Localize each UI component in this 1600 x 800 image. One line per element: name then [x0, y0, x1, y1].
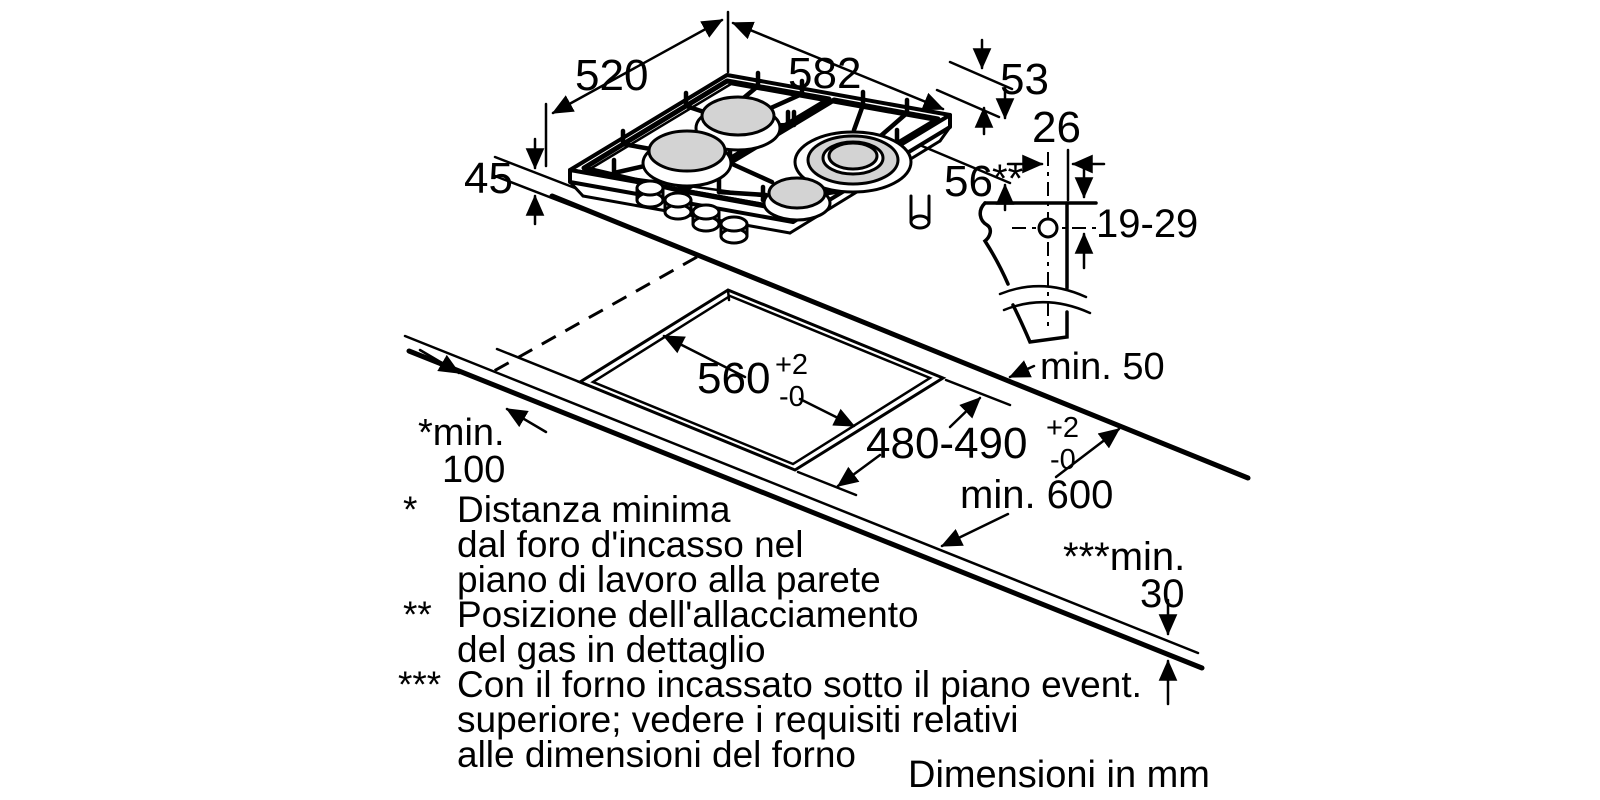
- units-note: Dimensioni in mm: [908, 754, 1210, 796]
- burner-front: [762, 176, 832, 222]
- gas-connection-detail: 26 ** 19-29: [978, 103, 1198, 344]
- dim-leader-560-left: [662, 334, 747, 379]
- burner-cap: [647, 129, 727, 173]
- knob: [691, 203, 721, 233]
- label-min-front: min. 50: [1040, 346, 1165, 388]
- leader-min-depth-down: [940, 512, 1010, 548]
- control-knobs: [635, 179, 749, 245]
- worktop-bottom-thick-line: [406, 348, 1205, 671]
- hob-leg-foot: [909, 214, 931, 230]
- dim-line-582: [731, 21, 945, 111]
- dim-label-gas-depth-range: 19-29: [1096, 202, 1198, 246]
- cutout-inner-border: [590, 294, 933, 466]
- footnotes: * Distanza minima dal foro d'incasso nel…: [398, 489, 1210, 796]
- detail-lower-body: [1011, 303, 1069, 344]
- label-min-rear-2: 100: [442, 449, 505, 491]
- footnote-line: superiore; vedere i requisiti relativi: [457, 699, 1018, 740]
- burner-cap: [827, 141, 879, 171]
- dim-label-total-height: 56: [944, 157, 993, 206]
- label-min-below-1: ***min.: [1063, 535, 1185, 579]
- footnote-marker: *: [403, 489, 417, 530]
- dim-arrow-min-rear-b: [505, 407, 548, 434]
- extension-line-53-top: [948, 60, 1014, 91]
- label-min-below-2: 30: [1140, 572, 1185, 616]
- cutout-outer-border: [576, 288, 947, 472]
- burner-cap: [767, 176, 827, 210]
- dim-label-tub-height: 45: [464, 154, 513, 203]
- worktop: [403, 193, 1251, 671]
- knob: [719, 215, 749, 245]
- leader-min-depth-up: [1054, 427, 1121, 479]
- dim-label-width: 582: [788, 49, 861, 98]
- worktop-front-edge-line: [549, 193, 1251, 481]
- burners: [641, 95, 913, 222]
- footnote-line: piano di lavoro alla parete: [457, 559, 881, 600]
- detail-left-profile-upper: [978, 201, 1010, 286]
- dim-line-520: [551, 18, 724, 115]
- dim-label-depth: 520: [575, 51, 648, 100]
- break-line: [998, 285, 1088, 299]
- footnote-line: del gas in dettaglio: [457, 629, 766, 670]
- burner-left: [641, 129, 733, 188]
- tolerance-minus: -0: [779, 381, 805, 413]
- footnote-marker: ***: [398, 664, 441, 705]
- footnote-line: alle dimensioni del forno: [457, 734, 856, 775]
- knob: [635, 179, 665, 209]
- alignment-dashed-line: [493, 255, 698, 373]
- hob-dimensions: 520 582 45 53 56: [464, 10, 1049, 226]
- hob-tub-connector-right: [938, 125, 952, 143]
- gas-connection-point: [1037, 217, 1059, 239]
- dim-label-gas-offset: 26: [1032, 103, 1081, 152]
- footnote-marker: **: [403, 594, 432, 635]
- extension-line-45-bottom: [493, 174, 585, 212]
- dim-label-cutout-depth: 480-490: [866, 419, 1027, 468]
- extension-line-45-top: [493, 155, 577, 190]
- footnote-line: Con il forno incassato sotto il piano ev…: [457, 664, 1142, 705]
- hob-leg: [909, 194, 931, 230]
- footnote-line: Distanza minima: [457, 489, 731, 530]
- tolerance-plus: +2: [1046, 412, 1079, 444]
- dim-arrow-min-rear-a: [418, 348, 461, 375]
- cutout-dimensions: 560 +2 -0 480-490 +2 -0 min. 50 *min. 10…: [418, 334, 1185, 706]
- tolerance-plus: +2: [775, 349, 808, 381]
- gas-position-marker: **: [992, 157, 1023, 201]
- dim-leader-480-up: [948, 396, 982, 429]
- dim-label-gas-height: 53: [1000, 55, 1049, 104]
- knob: [663, 191, 693, 221]
- extension-line-480-top: [944, 378, 1012, 407]
- cutout-corner-tick: [726, 288, 731, 302]
- footnote-line: dal foro d'incasso nel: [457, 524, 803, 565]
- worktop-bottom-thin-line: [403, 334, 1200, 655]
- extension-line-480-bottom: [796, 470, 858, 497]
- label-worktop-depth: min. 600: [960, 473, 1113, 517]
- label-min-rear-1: *min.: [418, 412, 505, 454]
- burner-cap: [700, 95, 776, 137]
- hob: [568, 70, 952, 245]
- leader-min-front: [1008, 360, 1036, 379]
- extension-line-56-bottom: [920, 144, 1012, 185]
- hob-tub-connector-left: [568, 180, 585, 198]
- dim-label-cutout-width: 560: [697, 354, 770, 403]
- burner-wok: [793, 130, 913, 194]
- extension-line-min-rear: [495, 347, 614, 397]
- footnote-line: Posizione dell'allacciamento: [457, 594, 919, 635]
- dim-leader-480-down: [836, 453, 882, 488]
- dim-leader-560-right: [798, 397, 856, 428]
